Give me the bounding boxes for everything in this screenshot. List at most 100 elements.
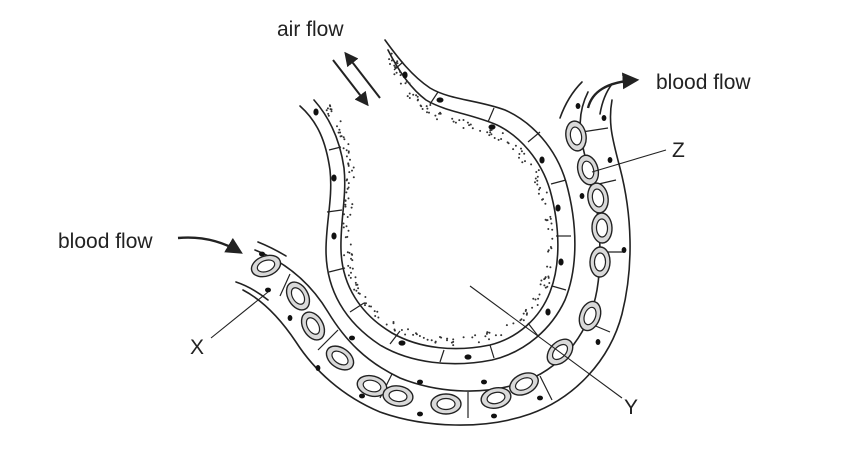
- stipple-dot: [416, 99, 419, 102]
- stipple-dot: [468, 124, 471, 127]
- red-blood-cell: [591, 212, 613, 244]
- stipple-dot: [434, 114, 437, 117]
- stipple-dot: [462, 119, 465, 121]
- stipple-dot: [474, 334, 477, 337]
- stipple-dot: [327, 112, 330, 115]
- stipple-dot: [388, 58, 391, 61]
- label-y: Y: [624, 396, 638, 419]
- red-blood-cell: [382, 385, 414, 407]
- stipple-dot: [329, 108, 332, 111]
- stipple-dot: [344, 199, 347, 202]
- stipple-dot: [385, 323, 388, 326]
- stipple-dot: [500, 138, 503, 140]
- stipple-dot: [342, 226, 345, 229]
- stipple-dot: [345, 149, 348, 152]
- stipple-dot: [537, 169, 540, 172]
- stipple-dot: [407, 328, 409, 331]
- stipple-dot: [422, 336, 425, 339]
- stipple-dot: [518, 153, 521, 155]
- stipple-dot: [452, 120, 455, 123]
- stipple-dot: [348, 251, 351, 254]
- stipple-dot: [525, 308, 527, 311]
- stipple-dot: [543, 284, 546, 287]
- stipple-dot: [532, 297, 535, 300]
- stipple-dot: [477, 341, 480, 344]
- blood-flow-in-label: blood flow: [58, 230, 153, 253]
- alveolus-wall: [299, 39, 576, 365]
- stipple-dot: [540, 279, 543, 282]
- stipple-dot: [345, 225, 348, 228]
- stipple-dot: [347, 264, 350, 267]
- stipple-dot: [342, 147, 345, 150]
- stipple-dot: [342, 136, 345, 139]
- stipple-dot: [351, 203, 354, 206]
- stipple-dot: [408, 97, 411, 99]
- stipple-dot: [415, 94, 418, 97]
- stipple-dot: [518, 156, 520, 159]
- stipple-dot: [368, 305, 371, 308]
- stipple-dot: [346, 187, 349, 190]
- stipple-dot: [454, 121, 457, 124]
- stipple-dot: [346, 178, 349, 181]
- stipple-dot: [394, 66, 397, 69]
- stipple-dot: [493, 137, 496, 139]
- y-pointer-line: [469, 285, 623, 399]
- stipple-dot: [357, 287, 360, 290]
- stipple-dot: [426, 111, 428, 114]
- stipple-dot: [364, 304, 366, 307]
- stipple-dot: [531, 306, 534, 309]
- stipple-dot: [521, 161, 524, 164]
- stipple-dot: [544, 202, 547, 205]
- stipple-dot: [408, 82, 411, 85]
- stipple-dot: [544, 286, 547, 289]
- stipple-dot: [344, 236, 347, 239]
- stipple-dot: [392, 322, 395, 325]
- stipple-dot: [364, 296, 367, 298]
- stipple-dot: [547, 249, 550, 252]
- stipple-dot: [536, 175, 539, 178]
- stipple-dot: [355, 283, 358, 286]
- stipple-dot: [404, 82, 407, 85]
- stipple-dot: [349, 276, 352, 279]
- stipple-dot: [349, 243, 352, 246]
- stipple-dot: [452, 338, 455, 341]
- stipple-dot: [393, 73, 396, 76]
- stipple-dot: [399, 82, 402, 85]
- stipple-dot: [352, 176, 355, 179]
- stipple-dot: [416, 95, 419, 98]
- stipple-dot: [546, 285, 549, 288]
- stipple-dot: [507, 142, 510, 145]
- stipple-dot: [347, 163, 350, 166]
- stipple-dot: [389, 63, 391, 65]
- stipple-dot: [551, 237, 554, 240]
- stipple-dot: [339, 135, 342, 138]
- stipple-dot: [549, 266, 552, 269]
- stipple-dot: [484, 335, 487, 338]
- stipple-dot: [497, 138, 500, 141]
- stipple-dot: [421, 108, 424, 110]
- stipple-dot: [377, 316, 380, 319]
- stipple-dot: [551, 228, 554, 231]
- stipple-dot: [548, 282, 551, 284]
- stipple-dot: [399, 74, 402, 77]
- stipple-dot: [536, 179, 539, 182]
- stipple-dot: [347, 197, 350, 200]
- stipple-dot: [545, 191, 548, 194]
- stipple-dot: [390, 59, 393, 62]
- z-pointer-line: [591, 149, 667, 173]
- stipple-dot: [549, 217, 552, 220]
- stipple-dot: [494, 334, 497, 337]
- stipple-dot: [349, 213, 352, 216]
- stipple-dot: [350, 257, 352, 260]
- label-z: Z: [672, 139, 685, 162]
- stipple-dot: [501, 132, 504, 135]
- stipple-dot: [524, 160, 526, 163]
- stipple-dot: [452, 340, 455, 343]
- stipple-dot: [538, 188, 541, 191]
- stipple-dot: [512, 322, 515, 325]
- stipple-dot: [488, 331, 491, 334]
- stipple-dot: [471, 336, 474, 339]
- stipple-dot: [462, 127, 465, 129]
- stipple-dot: [522, 319, 525, 322]
